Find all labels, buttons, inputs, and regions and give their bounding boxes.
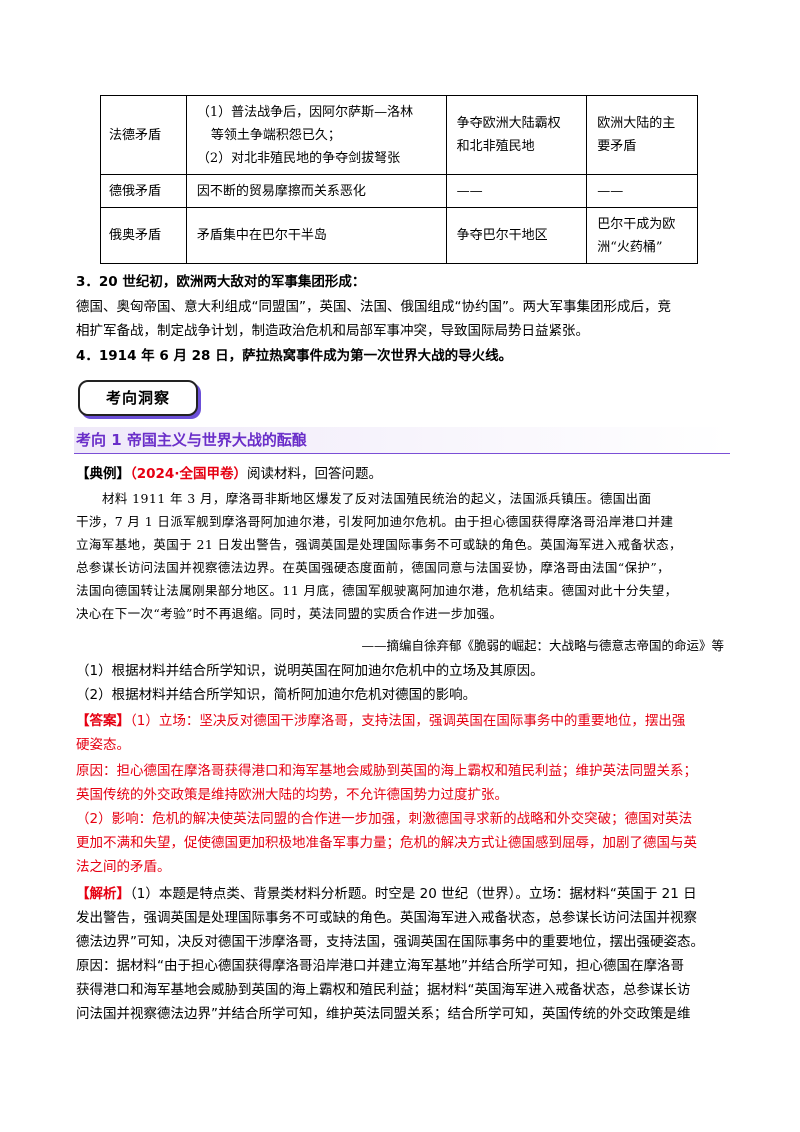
analysis-line: 获得港口和海军基地会威胁到英国的海上霸权和殖民利益；据材料“英国海军进入戒备状态…	[76, 982, 691, 998]
answer-line: 更加不满和失望，促使德国更加积极地准备军事力量；危机的解决方式让德国感到屈辱，加…	[76, 835, 697, 851]
answer-line: （2）影响：危机的解决使英法同盟的合作进一步加强，刺激德国寻求新的战略和外交突破…	[76, 811, 693, 827]
cell-line: 巴尔干成为欧	[597, 216, 676, 232]
material-line: 材料 1911 年 3 月，摩洛哥非斯地区爆发了反对法国殖民统治的起义，法国派兵…	[102, 491, 652, 506]
point-4: 4．1914 年 6 月 28 日，萨拉热窝事件成为第一次世界大战的导火线。	[76, 348, 513, 364]
contradiction-table: 法德矛盾 （1）普法战争后，因阿尔萨斯—洛林 等领土争端积怨已久； （2）对北非…	[100, 95, 698, 264]
table-cell: 法德矛盾	[100, 95, 187, 175]
table-cell: 争夺欧洲大陆霸权 和北非殖民地	[445, 95, 588, 175]
cell-line: 争夺欧洲大陆霸权	[456, 116, 561, 131]
table-cell: 德俄矛盾	[100, 174, 187, 208]
analysis-line: 问法国并视察德法边界”并结合所学可知，维护英法同盟关系；结合所学可知，英国传统的…	[76, 1006, 691, 1022]
answer-line: 英国传统的外交政策是维持欧洲大陆的均势，不允许德国势力过度扩张。	[76, 787, 508, 803]
answer-tag: 【答案】	[76, 713, 130, 729]
analysis-tag: 【解析】	[76, 886, 130, 902]
material-line: 决心在下一次“考验”时不再退缩。同时，英法同盟的实质合作进一步加强。	[76, 606, 503, 621]
cell-line: 欧洲大陆的主	[597, 116, 676, 131]
table-cell: 巴尔干成为欧 洲“火药桶”	[586, 207, 698, 264]
example-prompt: 阅读材料，回答问题。	[246, 466, 382, 482]
answer-line: 【答案】（1）立场：坚决反对德国干涉摩洛哥，支持法国，强调英国在国际事务中的重要…	[76, 710, 726, 732]
material-line: 法国向德国转让法属刚果部分地区。11 月底，德国军舰驶离阿加迪尔港，危机结束。德…	[76, 583, 678, 598]
answer-text: （1）立场：坚决反对德国干涉摩洛哥，支持法国，强调英国在国际事务中的重要地位，摆…	[130, 713, 686, 729]
question-2: （2）根据材料并结合所学知识，简析阿加迪尔危机对德国的影响。	[76, 687, 477, 703]
answer-line: 硬姿态。	[76, 737, 130, 753]
example-header: 【典例】（2024·全国甲卷）阅读材料，回答问题。	[76, 463, 726, 485]
question-1: （1）根据材料并结合所学知识，说明英国在阿加迪尔危机中的立场及其原因。	[76, 663, 544, 679]
material-citation: ——摘编自徐弃郁《脆弱的崛起：大战略与德意志帝国的命运》等	[361, 638, 724, 653]
table-cell: 争夺巴尔干地区	[445, 207, 588, 264]
cell-line: （2）对北非殖民地的争夺剑拔弩张	[196, 150, 401, 166]
table-row: 俄奥矛盾 矛盾集中在巴尔干半岛 争夺巴尔干地区 巴尔干成为欧 洲“火药桶”	[100, 207, 698, 264]
cell-line: 和北非殖民地	[456, 139, 535, 154]
analysis-line: 【解析】（1）本题是特点类、背景类材料分析题。时空是 20 世纪（世界）。立场：…	[76, 883, 726, 905]
table-row: 德俄矛盾 因不断的贸易摩擦而关系恶化 —— ——	[100, 174, 698, 208]
cell-line: （1）普法战争后，因阿尔萨斯—洛林	[196, 104, 414, 120]
point-3-title: 3．20 世纪初，欧洲两大敌对的军事集团形成：	[76, 274, 366, 290]
analysis-text: （1）本题是特点类、背景类材料分析题。时空是 20 世纪（世界）。立场：据材料“…	[130, 886, 697, 902]
answer-line: 法之间的矛盾。	[76, 859, 171, 875]
table-cell: （1）普法战争后，因阿尔萨斯—洛林 等领土争端积怨已久； （2）对北非殖民地的争…	[185, 95, 447, 175]
point-3-text: 相扩军备战，制定战争计划，制造政治危机和局部军事冲突，导致国际局势日益紧张。	[76, 323, 589, 339]
analysis-line: 原因：据材料“由于担心德国获得摩洛哥沿岸港口并建立海军基地”并结合所学可知，担心…	[76, 958, 684, 974]
answer-line: 原因：担心德国在摩洛哥获得港口和海军基地会威胁到英国的海上霸权和殖民利益；维护英…	[76, 763, 697, 779]
table-cell: 俄奥矛盾	[100, 207, 187, 264]
point-3-text: 德国、奥匈帝国、意大利组成“同盟国”，英国、法国、俄国组成“协约国”。两大军事集…	[76, 299, 671, 315]
example-tag: 【典例】	[76, 466, 130, 482]
cell-line: 等领土争端积怨已久；	[210, 127, 341, 143]
cell-line: 要矛盾	[597, 139, 637, 154]
table-cell: 欧洲大陆的主 要矛盾	[586, 95, 698, 175]
table-cell: 因不断的贸易摩擦而关系恶化	[185, 174, 447, 208]
material-line: 立海军基地，英国于 21 日发出警告，强调英国是处理国际事务不可或缺的角色。英国…	[76, 537, 682, 552]
table-cell: ——	[586, 174, 698, 208]
table-row: 法德矛盾 （1）普法战争后，因阿尔萨斯—洛林 等领土争端积怨已久； （2）对北非…	[100, 95, 698, 175]
section-heading: 考向 1 帝国主义与世界大战的酝酿	[74, 427, 730, 454]
example-source: （2024·全国甲卷）	[130, 466, 247, 482]
analysis-line: 发出警告，强调英国是处理国际事务不可或缺的角色。英国海军进入戒备状态，总参谋长访…	[76, 910, 697, 926]
table-cell: 矛盾集中在巴尔干半岛	[185, 207, 447, 264]
cell-line: 洲“火药桶”	[597, 239, 663, 255]
analysis-line: 德法边界”可知，决反对德国干涉摩洛哥，支持法国，强调英国在国际事务中的重要地位，…	[76, 934, 704, 950]
table-cell: ——	[445, 174, 588, 208]
section-badge: 考向洞察	[78, 380, 198, 416]
badge-label: 考向洞察	[105, 389, 170, 407]
material-line: 总参谋长访问法国并视察德法边界。在英国强硬态度面前，德国同意与法国妥协，摩洛哥由…	[76, 560, 671, 575]
material-line: 干涉，7 月 1 日派军舰到摩洛哥阿加迪尔港，引发阿加迪尔危机。由于担心德国获得…	[76, 514, 674, 529]
